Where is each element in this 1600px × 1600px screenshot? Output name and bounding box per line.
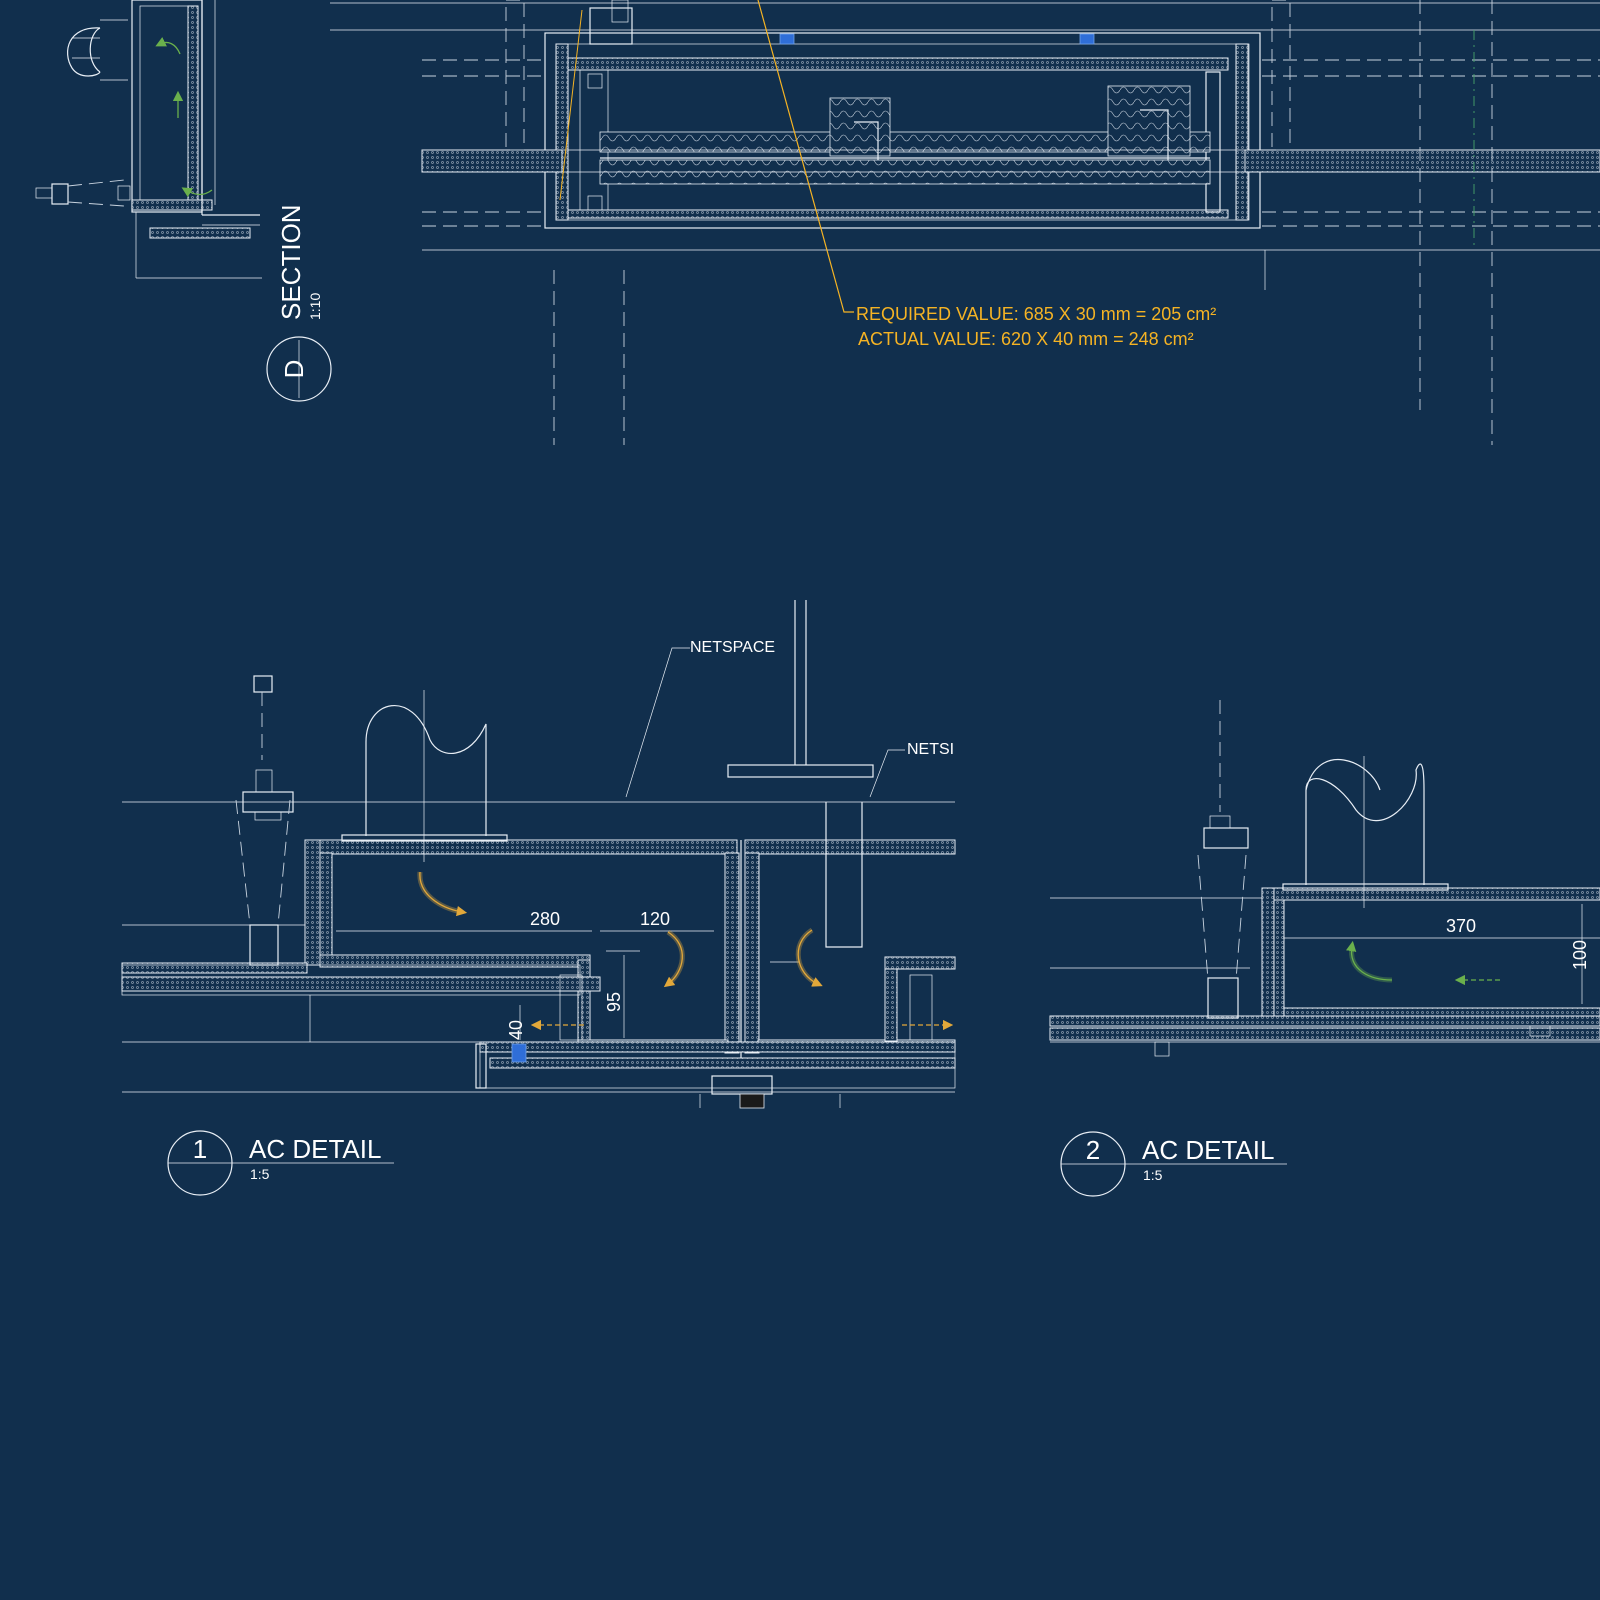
- ac-detail-1-title: 1 AC DETAIL 1:5: [167, 1130, 394, 1196]
- detail-1-number: 1: [193, 1134, 207, 1164]
- detail-1-title-text: AC DETAIL: [249, 1134, 381, 1164]
- detail-1-scale: 1:5: [250, 1166, 270, 1182]
- ac-detail-2-drawing: [1049, 700, 1600, 1057]
- section-d-scale: 1:10: [307, 293, 323, 320]
- section-d-drawing: [35, 0, 262, 279]
- label-netspace-cut: NETSI: [907, 741, 954, 758]
- actual-value-text: ACTUAL VALUE: 620 X 40 mm = 248 cm²: [858, 329, 1194, 349]
- top-section-drawing: [330, 0, 1600, 445]
- dim-100: 100: [1570, 940, 1590, 970]
- section-d-title: D SECTION 1:10: [266, 204, 332, 402]
- detail-2-title-text: AC DETAIL: [1142, 1135, 1274, 1165]
- section-d-marker: D: [279, 360, 309, 379]
- section-d-marker-circle: [266, 336, 332, 402]
- label-netspace: NETSPACE: [690, 639, 775, 656]
- dim-40: 40: [506, 1020, 526, 1040]
- ac-detail-1-labels: NETSPACE NETSI 280 120 95 40: [506, 639, 954, 1040]
- detail-2-number: 2: [1086, 1135, 1100, 1165]
- ac-detail-2-title: 2 AC DETAIL 1:5: [1060, 1131, 1287, 1197]
- area-annotation: REQUIRED VALUE: 685 X 30 mm = 205 cm² AC…: [757, 0, 1216, 349]
- dim-370: 370: [1446, 916, 1476, 936]
- required-value-text: REQUIRED VALUE: 685 X 30 mm = 205 cm²: [856, 304, 1216, 324]
- section-d-title-text: SECTION: [276, 204, 306, 320]
- detail-2-scale: 1:5: [1143, 1167, 1163, 1183]
- dim-95: 95: [604, 992, 624, 1012]
- dim-120: 120: [640, 909, 670, 929]
- dim-280: 280: [530, 909, 560, 929]
- ac-detail-1-drawing: [121, 600, 956, 1109]
- ac-detail-2-labels: 370 100: [1446, 916, 1590, 970]
